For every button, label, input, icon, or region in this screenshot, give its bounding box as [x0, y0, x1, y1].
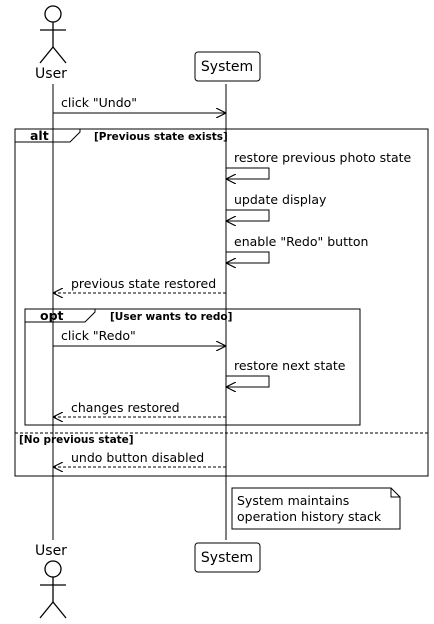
alt-fragment: alt [Previous state exists] [No previous… — [14, 128, 429, 477]
note: System maintains operation history stack — [231, 487, 401, 530]
message-label: click "Redo" — [61, 328, 136, 343]
self-message-arrow — [226, 167, 270, 179]
system-label-top: System — [201, 59, 253, 75]
user-actor-bottom: User — [35, 543, 67, 619]
message-label: enable "Redo" button — [234, 234, 368, 249]
alt-guard-2: [No previous state] — [19, 434, 134, 446]
user-label-bottom: User — [35, 543, 67, 559]
actor-head-icon — [44, 560, 62, 578]
message-label: restore next state — [234, 358, 346, 373]
message-label: update display — [234, 192, 327, 207]
message-label: restore previous photo state — [234, 150, 412, 165]
message-label: click "Undo" — [61, 95, 137, 110]
message-label: changes restored — [71, 400, 180, 415]
note-line-2: operation history stack — [237, 509, 382, 524]
alt-operator: alt — [30, 128, 49, 143]
system-label-bottom: System — [201, 550, 253, 566]
self-message-arrow — [226, 251, 270, 263]
opt-guard: [User wants to redo] — [110, 311, 232, 323]
self-message-arrow — [226, 209, 270, 221]
opt-fragment: opt [User wants to redo] — [24, 308, 361, 426]
opt-operator: opt — [40, 308, 64, 323]
message-label: undo button disabled — [71, 450, 204, 465]
system-participant-top: System — [194, 51, 261, 82]
self-message-arrow — [226, 375, 270, 387]
user-label-top: User — [35, 66, 67, 82]
user-actor-top: User — [35, 5, 67, 82]
message-label: previous state restored — [71, 276, 216, 291]
note-line-1: System maintains — [237, 493, 349, 508]
system-participant-bottom: System — [194, 542, 261, 573]
alt-guard-1: [Previous state exists] — [94, 131, 228, 143]
actor-head-icon — [44, 5, 62, 23]
